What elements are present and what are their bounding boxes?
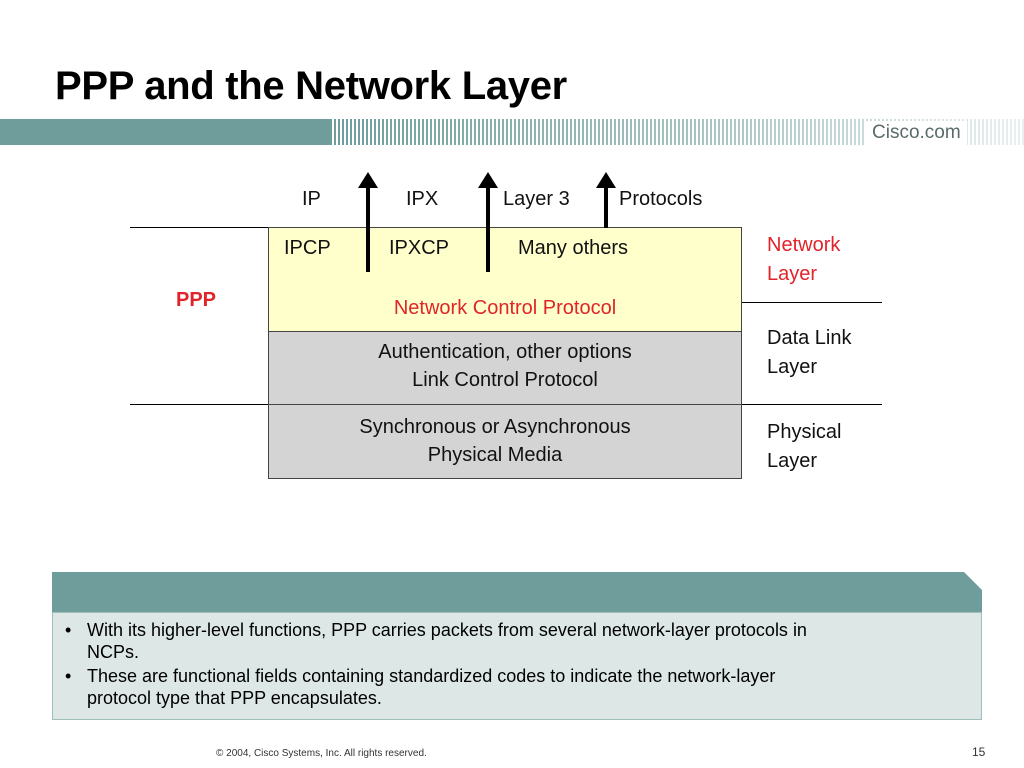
bullet-text-cont: protocol type that PPP encapsulates. [87, 688, 382, 708]
ncp-item-ipxcp: IPXCP [389, 237, 450, 259]
bullet-dot: • [65, 620, 72, 640]
ncp-item-ipcp: IPCP [284, 237, 331, 259]
bullet-dot: • [65, 666, 72, 686]
network-layer-label-2: Layer [767, 263, 818, 285]
ncp-item-many-others: Many others [518, 237, 629, 259]
bullet-text: These are functional fields containing s… [87, 666, 776, 686]
physical-layer-label-1: Physical [767, 421, 842, 443]
physical-layer-label-2: Layer [767, 450, 818, 472]
datalink-layer-label-2: Layer [767, 356, 818, 378]
copyright-text: © 2004, Cisco Systems, Inc. All rights r… [216, 748, 427, 759]
bullet-item: • With its higher-level functions, PPP c… [65, 619, 971, 663]
network-control-protocol-box [268, 227, 742, 332]
ipx-arrow [478, 172, 498, 272]
page-title: PPP and the Network Layer [55, 64, 567, 108]
physical-media-box [268, 404, 742, 479]
notes-body: • With its higher-level functions, PPP c… [52, 612, 982, 720]
notes-header-corner [964, 572, 982, 590]
link-control-protocol-box [268, 331, 742, 405]
phy-line-sync: Synchronous or Asynchronous [359, 416, 631, 438]
protocol-label-ipx: IPX [406, 188, 439, 210]
ip-arrow [358, 172, 378, 272]
bullet-text-cont: NCPs. [87, 642, 140, 662]
datalink-layer-label-1: Data Link [767, 327, 852, 349]
notes-header-bar [52, 572, 982, 612]
protocol-label-ip: IP [302, 188, 321, 210]
lcp-line-auth: Authentication, other options [378, 341, 632, 363]
banner-solid-bar [0, 119, 330, 145]
protocol-label-layer3: Layer 3 [503, 188, 570, 210]
layer3-arrow [596, 172, 616, 228]
ppp-label: PPP [176, 289, 217, 311]
phy-line-media: Physical Media [427, 444, 563, 466]
page-number: 15 [972, 745, 986, 759]
cisco-logo: Cisco.com [866, 121, 967, 145]
lcp-line-label: Link Control Protocol [412, 369, 598, 391]
top-boundary-line [130, 227, 270, 228]
bullet-item: • These are functional fields containing… [65, 665, 971, 709]
network-datalink-boundary-line [740, 302, 882, 303]
protocol-label-protocols: Protocols [619, 188, 703, 210]
ncp-label: Network Control Protocol [393, 297, 617, 319]
bullet-text: With its higher-level functions, PPP car… [87, 620, 807, 640]
notes-panel: • With its higher-level functions, PPP c… [52, 572, 982, 720]
network-layer-label-1: Network [767, 234, 841, 256]
